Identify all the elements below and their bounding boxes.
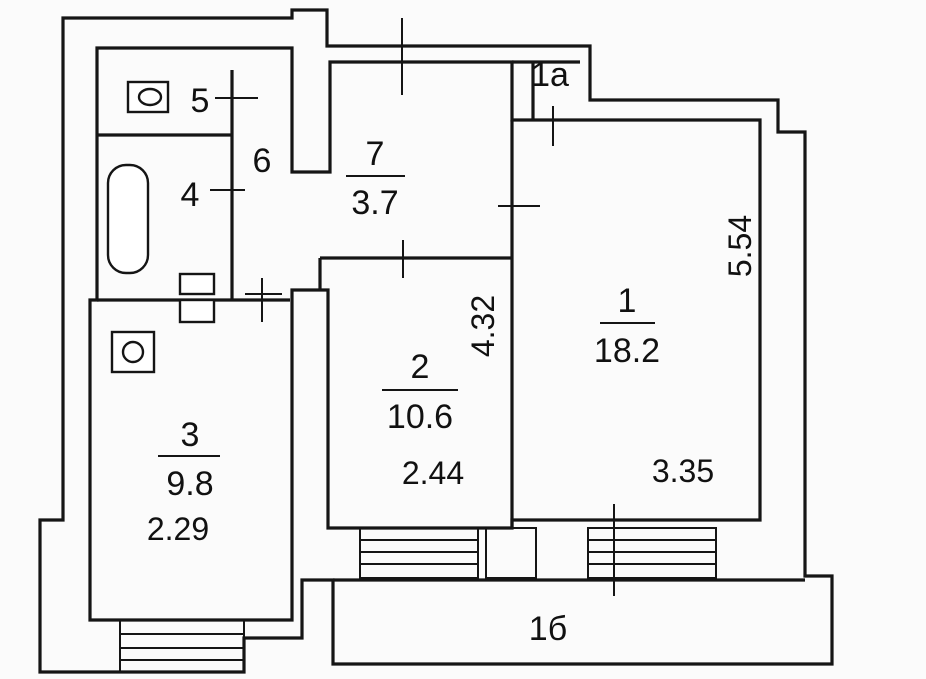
room-7-number: 7	[366, 135, 385, 173]
room-3-area: 9.8	[166, 465, 213, 503]
window-marks	[119, 527, 717, 673]
room-1-area: 18.2	[594, 332, 660, 370]
room-7-area: 3.7	[351, 184, 398, 222]
room-3: 3 9.8 2.29	[147, 416, 220, 547]
door-markers	[210, 18, 615, 596]
room-1: 1 18.2 3.35 5.54	[594, 215, 758, 489]
room-1b-number: 1б	[529, 610, 567, 648]
room-1a-number: 1а	[531, 56, 569, 94]
room-1-number: 1	[618, 282, 637, 320]
room-6-number: 6	[253, 142, 272, 180]
room-2-area: 10.6	[387, 398, 453, 436]
room-1-width: 3.35	[652, 453, 714, 489]
bathtub-icon	[106, 163, 150, 275]
room-3-number: 3	[181, 416, 200, 454]
sink-icon	[178, 272, 216, 296]
room-2-width: 2.44	[402, 455, 464, 491]
room-1-length: 5.54	[722, 215, 758, 277]
room-2-number: 2	[411, 348, 430, 386]
room-2: 2 10.6 2.44 4.32	[382, 295, 501, 491]
bathroom-fixtures	[106, 80, 216, 374]
room-5-number: 5	[191, 82, 210, 120]
room-7: 7 3.7	[346, 135, 405, 222]
room-4-number: 4	[181, 176, 200, 214]
room-3-width: 2.29	[147, 511, 209, 547]
room-2-length: 4.32	[465, 295, 501, 357]
